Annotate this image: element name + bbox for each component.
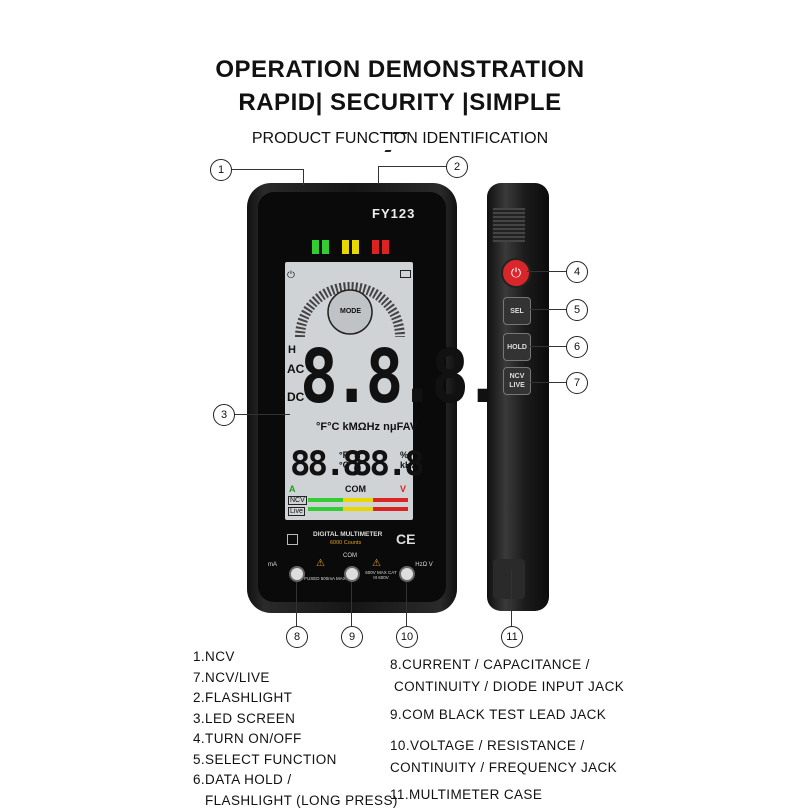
callout-10: 10 — [396, 626, 418, 648]
warning-icon-left: ⚠ — [316, 558, 325, 569]
side-grip-top — [493, 208, 525, 242]
led-green-1 — [312, 240, 319, 254]
leader-5 — [529, 309, 567, 310]
power-button[interactable]: ⏻ — [501, 258, 531, 288]
callout-4: 4 — [566, 261, 588, 283]
callout-2: 2 — [446, 156, 468, 178]
callout-8: 8 — [286, 626, 308, 648]
sub-left-units: °F °C — [339, 450, 349, 470]
title-divider — [385, 121, 415, 124]
voltage-jack[interactable] — [399, 566, 415, 582]
legend-item-6: 6.DATA HOLD / — [193, 770, 398, 791]
hold-indicator: H — [288, 344, 296, 356]
legend-item-2: 2.FLASHLIGHT — [193, 688, 398, 709]
warning-icon-right: ⚠ — [372, 558, 381, 569]
legend-item-4: 4.TURN ON/OFF — [193, 729, 398, 750]
leader-2 — [378, 166, 446, 167]
legend-item-1: 1.NCV — [193, 647, 398, 668]
sub-readout-left: 88.8 — [290, 444, 360, 484]
callout-11: 11 — [501, 626, 523, 648]
legend-item-9: 9.COM BLACK TEST LEAD JACK — [390, 704, 606, 725]
led-red-1 — [372, 240, 379, 254]
ce-mark: CE — [396, 531, 415, 547]
battery-icon — [400, 270, 411, 278]
com-jack[interactable] — [344, 566, 360, 582]
current-indicator: A — [289, 484, 296, 494]
side-grip-bottom — [493, 559, 525, 599]
leader-11 — [511, 570, 512, 626]
ncv-bar-1 — [308, 498, 408, 502]
multimeter-side — [487, 183, 549, 611]
leader-6 — [529, 346, 567, 347]
legend-item-3: 3.LED SCREEN — [193, 709, 398, 730]
voltage-indicator: V — [400, 484, 406, 494]
legend-item-10: 10.VOLTAGE / RESISTANCE / — [390, 735, 585, 756]
page-title: OPERATION DEMONSTRATION — [0, 56, 800, 84]
unit-indicators: °F°C kMΩHz nμFAV — [316, 421, 417, 433]
model-label: DIGITAL MULTIMETER — [313, 531, 382, 538]
ncv-bar-2 — [308, 507, 408, 511]
mode-label: MODE — [340, 308, 361, 315]
hold-button[interactable]: HOLD — [503, 333, 531, 361]
power-icon: ⏻ — [287, 270, 295, 281]
legend-item-6-cont: FLASHLIGHT (LONG PRESS) — [193, 791, 398, 811]
legend-item-11: 11.MULTIMETER CASE — [390, 784, 542, 805]
select-button-label: SEL — [510, 307, 524, 316]
leader-1-drop — [303, 169, 304, 185]
led-green-2 — [322, 240, 329, 254]
leader-1 — [231, 169, 303, 170]
led-yellow-1 — [342, 240, 349, 254]
counts-label: 6000 Counts — [330, 540, 361, 546]
hold-button-label: HOLD — [507, 343, 527, 352]
com-indicator: COM — [345, 484, 366, 494]
rating-label: 600V MAX CAT III 600V — [364, 570, 398, 580]
com-jack-label: COM — [343, 553, 357, 559]
leader-10 — [406, 582, 407, 626]
callout-5: 5 — [566, 299, 588, 321]
callout-9: 9 — [341, 626, 363, 648]
insulation-icon — [287, 534, 298, 545]
leader-2-drop — [378, 166, 379, 184]
brand-label: FY123 — [372, 206, 415, 221]
ncv-live-button-label: NCV LIVE — [504, 372, 530, 390]
subtitle: PRODUCT FUNCTION IDENTIFICATION — [0, 130, 800, 148]
ncv-indicator: NCV — [288, 496, 307, 505]
legend-item-5: 5.SELECT FUNCTION — [193, 750, 398, 771]
sub-right-units: % kHz — [400, 450, 414, 470]
leader-9 — [351, 582, 352, 626]
legend-item-7: 7.NCV/LIVE — [193, 668, 398, 689]
legend-left: 1.NCV 7.NCV/LIVE 2.FLASHLIGHT 3.LED SCRE… — [193, 647, 398, 811]
legend-item-10-cont: CONTINUITY / FREQUENCY JACK — [390, 757, 617, 778]
leader-3 — [234, 414, 290, 415]
led-red-2 — [382, 240, 389, 254]
select-button[interactable]: SEL — [503, 297, 531, 325]
callout-3: 3 — [213, 404, 235, 426]
live-indicator: Live — [288, 507, 305, 516]
led-yellow-2 — [352, 240, 359, 254]
fuse-label: FUSED 500mA MAX — [303, 576, 347, 581]
callout-1: 1 — [210, 159, 232, 181]
left-jack-label: mA — [268, 562, 277, 568]
callout-6: 6 — [566, 336, 588, 358]
legend-item-8: 8.CURRENT / CAPACITANCE / — [390, 654, 590, 675]
leader-7 — [529, 382, 567, 383]
tagline: RAPID| SECURITY |SIMPLE — [0, 89, 800, 117]
leader-4 — [527, 271, 567, 272]
leader-8 — [296, 582, 297, 626]
legend-item-8-cont: CONTINUITY / DIODE INPUT JACK — [394, 676, 624, 697]
right-jack-label: HzΩ V — [414, 562, 434, 568]
callout-7: 7 — [566, 372, 588, 394]
current-jack[interactable] — [289, 566, 305, 582]
ncv-live-button[interactable]: NCV LIVE — [503, 367, 531, 395]
